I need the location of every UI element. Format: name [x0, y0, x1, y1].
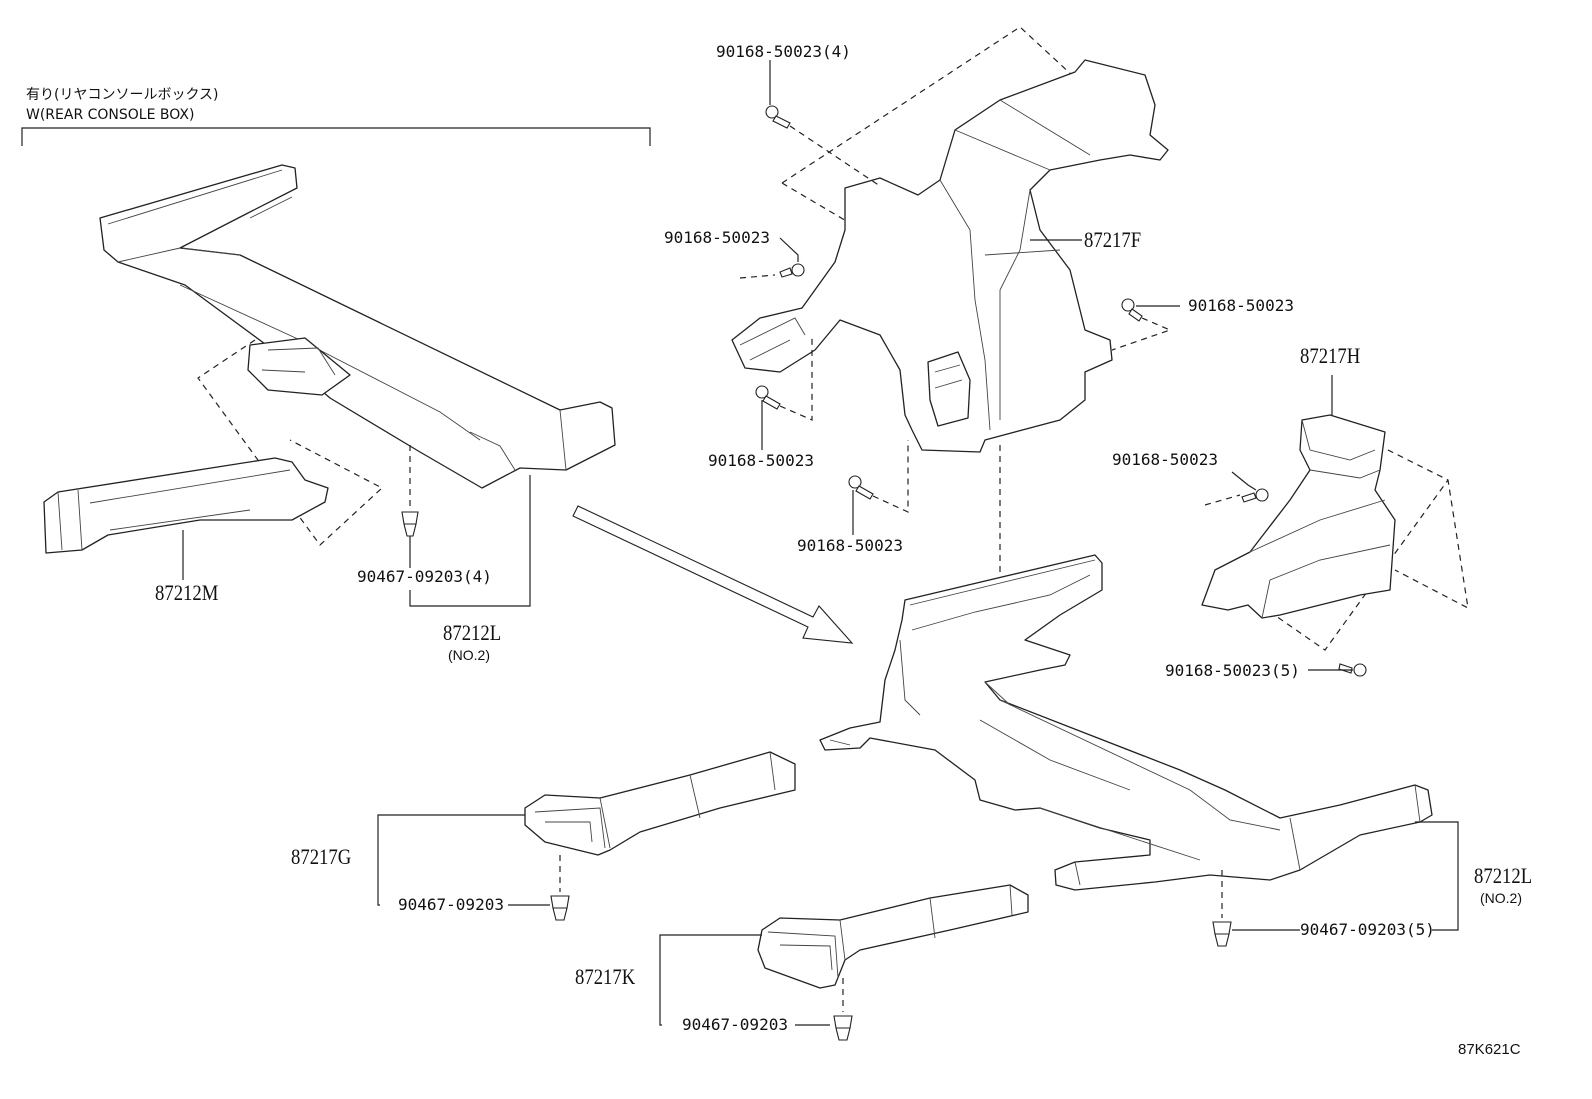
dash-87212M — [197, 339, 384, 546]
screw-f7 — [1241, 488, 1269, 503]
duct-87217K — [757, 884, 1029, 989]
screw-f4 — [755, 385, 781, 410]
part-87217F[interactable]: 87217F — [1084, 227, 1142, 252]
figure-reference: 87K621C — [1458, 1041, 1521, 1058]
screw-f3 — [779, 263, 805, 278]
header-jp: 有り(リヤコンソールボックス) — [26, 87, 219, 103]
part-87217K[interactable]: 87217K — [575, 964, 636, 989]
fastener-90168-50023-a[interactable]: 90168-50023 — [664, 228, 770, 247]
part-87212L-top-sub: (NO.2) — [448, 647, 490, 663]
duct-87217H — [1201, 414, 1396, 619]
clip-90467-top — [401, 511, 419, 537]
duct-87212L-top — [99, 164, 616, 489]
fastener-90168-50023-d[interactable]: 90168-50023 — [797, 536, 903, 555]
part-87217G[interactable]: 87217G — [291, 844, 352, 869]
duct-87217F — [731, 59, 1169, 453]
duct-87212M — [43, 457, 329, 554]
header-en: W(REAR CONSOLE BOX) — [26, 107, 195, 123]
clip-90467-G — [550, 895, 570, 921]
screw-f8 — [1338, 663, 1367, 677]
fastener-90467-09203-5[interactable]: 90467-09203(5) — [1300, 920, 1435, 939]
screw-f6 — [848, 475, 874, 500]
part-87212L-right-sub: (NO.2) — [1480, 890, 1522, 906]
duct-87212L-right — [819, 554, 1433, 891]
fastener-90168-50023-c[interactable]: 90168-50023 — [708, 451, 814, 470]
fastener-90467-09203-G[interactable]: 90467-09203 — [398, 895, 504, 914]
dash-87217H — [1377, 444, 1469, 610]
part-87217H[interactable]: 87217H — [1300, 343, 1361, 368]
duct-87217G — [524, 751, 796, 856]
fastener-90467-09203-4[interactable]: 90467-09203(4) — [357, 567, 492, 586]
fastener-90168-50023-e[interactable]: 90168-50023 — [1112, 450, 1218, 469]
clip-90467-right — [1212, 921, 1232, 947]
fastener-90168-50023-4[interactable]: 90168-50023(4) — [716, 42, 851, 61]
part-87212L-top[interactable]: 87212L — [443, 620, 502, 645]
console-box-bracket — [21, 127, 651, 146]
fastener-90168-50023-b[interactable]: 90168-50023 — [1188, 296, 1294, 315]
fastener-90168-50023-5[interactable]: 90168-50023(5) — [1165, 661, 1300, 680]
fastener-90467-09203-K[interactable]: 90467-09203 — [682, 1015, 788, 1034]
part-87212M[interactable]: 87212M — [155, 580, 219, 605]
direction-arrow — [572, 505, 854, 644]
screw-f2 — [765, 105, 791, 129]
clip-90467-K — [833, 1015, 853, 1041]
part-87212L-right[interactable]: 87212L — [1474, 863, 1533, 888]
screw-f5 — [1121, 298, 1143, 322]
